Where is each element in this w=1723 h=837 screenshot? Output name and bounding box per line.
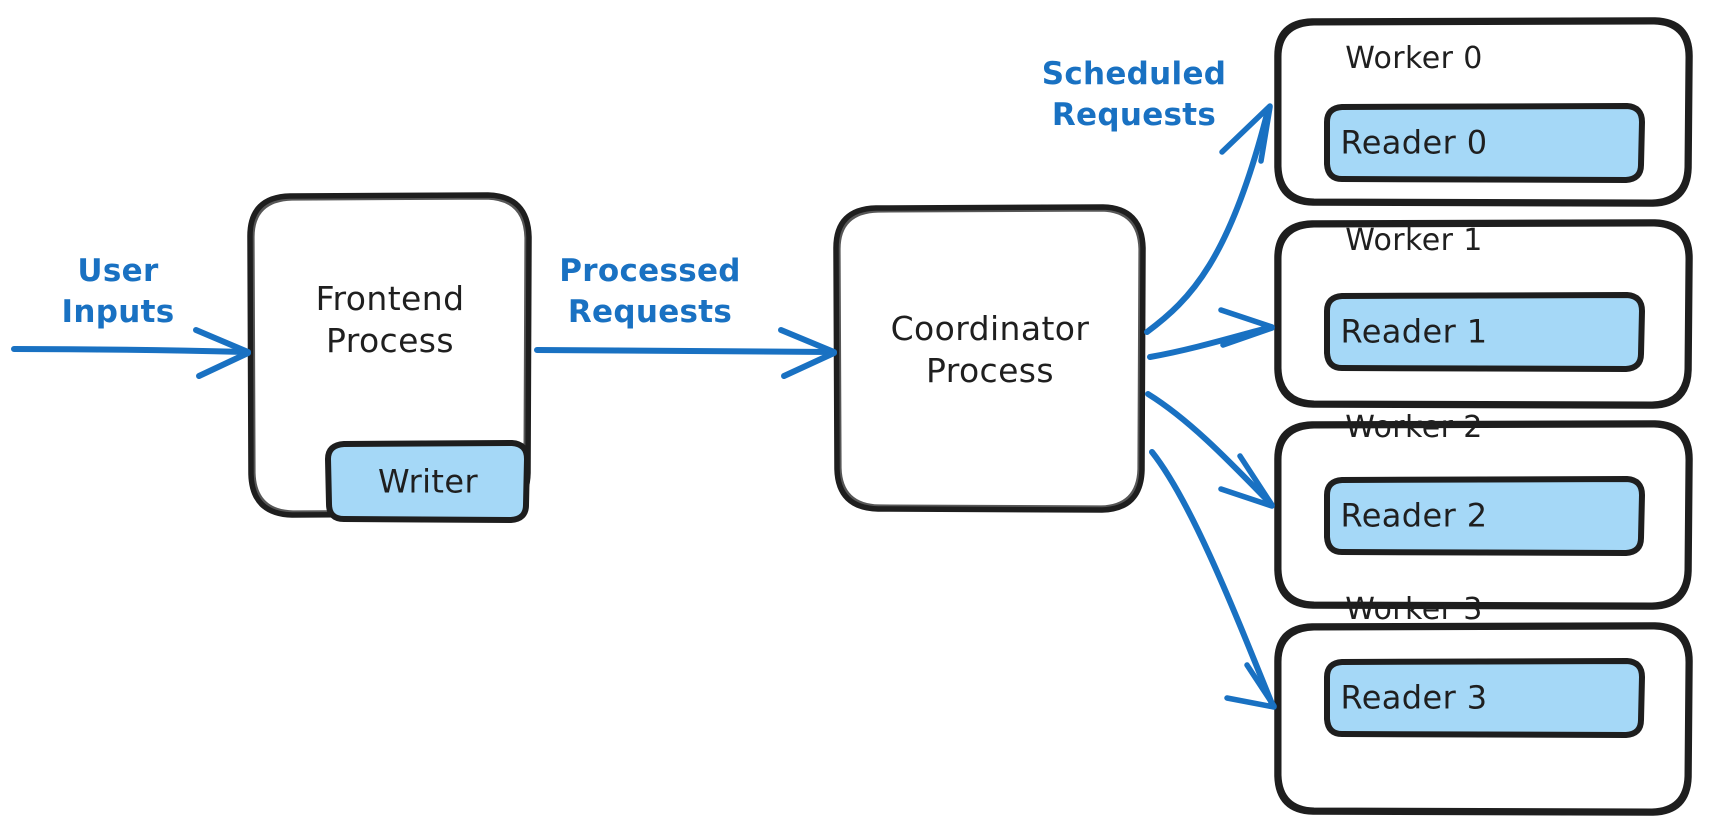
- reader-1-box[interactable]: [1324, 292, 1645, 372]
- arrow-coordinator-to-worker-2: [1145, 391, 1275, 509]
- reader-2-box[interactable]: [1324, 476, 1645, 556]
- arrow-user-inputs: [11, 327, 251, 379]
- reader-0-box[interactable]: [1324, 103, 1645, 183]
- writer-box[interactable]: [325, 440, 530, 523]
- frontend-process-box[interactable]: [247, 192, 532, 518]
- arrow-processed-requests: [534, 327, 837, 379]
- coordinator-process-box[interactable]: [833, 204, 1146, 513]
- arrow-coordinator-to-worker-1: [1147, 307, 1275, 360]
- reader-3-box[interactable]: [1324, 658, 1645, 738]
- arrow-coordinator-to-worker-0: [1144, 103, 1273, 335]
- arrow-coordinator-to-worker-3: [1149, 449, 1277, 710]
